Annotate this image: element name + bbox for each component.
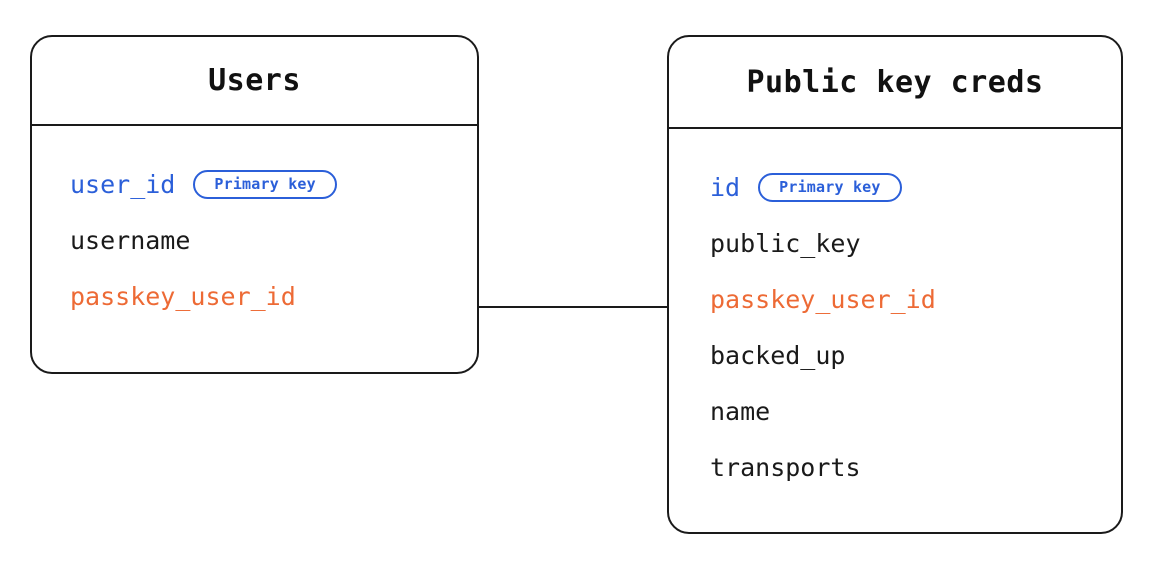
field-row[interactable]: passkey_user_id: [669, 271, 1121, 327]
entity-public-key-creds-header: Public key creds: [669, 37, 1121, 129]
entity-users-header: Users: [32, 37, 477, 126]
primary-key-badge-label: Primary key: [779, 177, 881, 196]
primary-key-badge: Primary key: [758, 172, 902, 202]
field-name-name: name: [710, 396, 771, 426]
field-row[interactable]: public_key: [669, 215, 1121, 271]
primary-key-badge: Primary key: [193, 169, 337, 199]
field-name-transports: transports: [710, 452, 861, 482]
entity-public-key-creds[interactable]: Public key creds id Primary key public_k…: [667, 35, 1123, 534]
field-row[interactable]: backed_up: [669, 327, 1121, 383]
entity-public-key-creds-field-list: id Primary key public_key passkey_user_i…: [669, 129, 1121, 495]
entity-public-key-creds-title: Public key creds: [746, 64, 1044, 100]
field-name-backed-up: backed_up: [710, 340, 846, 370]
entity-users-field-list: user_id Primary key username passkey_use…: [32, 126, 477, 324]
field-row[interactable]: name: [669, 383, 1121, 439]
primary-key-badge-label: Primary key: [214, 174, 316, 193]
field-row[interactable]: transports: [669, 439, 1121, 495]
entity-users-title: Users: [208, 63, 301, 98]
field-row[interactable]: passkey_user_id: [32, 268, 477, 324]
field-row[interactable]: username: [32, 212, 477, 268]
entity-users[interactable]: Users user_id Primary key username passk…: [30, 35, 479, 374]
field-row[interactable]: user_id Primary key: [32, 156, 477, 212]
field-name-user-id: user_id: [70, 169, 176, 199]
field-name-id: id: [710, 172, 741, 202]
field-row[interactable]: id Primary key: [669, 159, 1121, 215]
relationship-connector-line: [477, 306, 669, 308]
field-name-passkey-user-id: passkey_user_id: [70, 281, 296, 311]
field-name-username: username: [70, 225, 191, 255]
field-name-public-key: public_key: [710, 228, 861, 258]
field-name-passkey-user-id: passkey_user_id: [710, 284, 936, 314]
